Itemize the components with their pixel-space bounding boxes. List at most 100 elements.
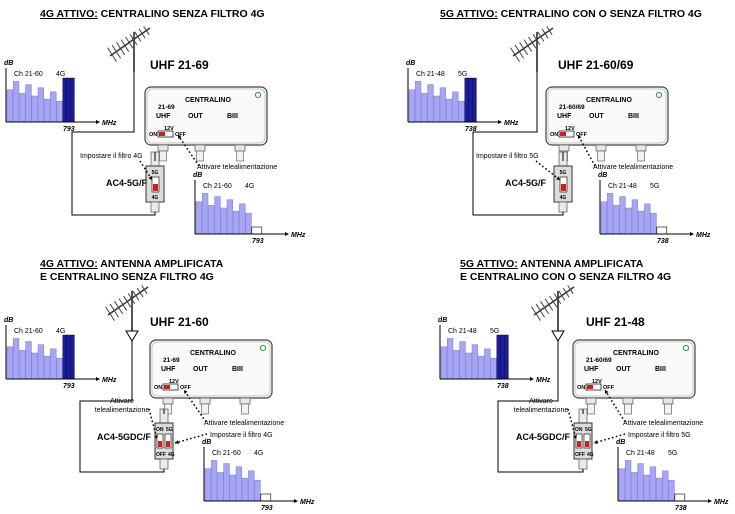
cutoff-frequency-label: 793 bbox=[261, 505, 273, 512]
filter-hint-arrow-head bbox=[175, 440, 179, 444]
channel-range-label: Ch 21-48 bbox=[608, 183, 637, 190]
cutoff-frequency-label: 738 bbox=[465, 126, 477, 133]
12v-switch[interactable] bbox=[585, 383, 602, 391]
db-axis-label: dB bbox=[202, 439, 211, 446]
band-switch[interactable] bbox=[164, 433, 172, 449]
x-axis-arrow bbox=[96, 377, 100, 381]
db-axis-label: dB bbox=[4, 60, 13, 67]
filter-4g-label: 4G bbox=[152, 195, 159, 201]
spectrum-bar bbox=[452, 91, 459, 123]
out-port-label: OUT bbox=[616, 366, 632, 373]
filter-hint-arrow bbox=[593, 433, 626, 444]
out-connector bbox=[199, 397, 211, 415]
12v-label: 12V bbox=[592, 379, 602, 385]
on-label: ON bbox=[154, 385, 162, 391]
spectrum-bar bbox=[477, 355, 485, 380]
band-range: 21-60/69 bbox=[586, 357, 612, 364]
spectrum-bar bbox=[440, 346, 448, 380]
12v-switch[interactable] bbox=[558, 130, 575, 138]
band-label: 4G bbox=[245, 183, 254, 190]
spectrum-bar bbox=[484, 348, 491, 380]
filter-hint-arrow bbox=[535, 160, 561, 181]
dc-on-label: ON bbox=[575, 427, 583, 433]
12v-label: 12V bbox=[169, 379, 179, 385]
antenna-band-label: UHF 21-60/69 bbox=[558, 58, 634, 72]
spectrum-bar bbox=[414, 81, 422, 123]
out-port-label: OUT bbox=[589, 113, 605, 120]
centralino-housing bbox=[144, 86, 268, 146]
coax-cable bbox=[71, 72, 156, 216]
spectrum-bar bbox=[31, 352, 38, 380]
spectrum-bar bbox=[31, 95, 38, 123]
spectrum-bar bbox=[239, 203, 246, 235]
spectrum-bar bbox=[408, 89, 416, 123]
band-switch[interactable] bbox=[583, 433, 591, 449]
dc-switch[interactable] bbox=[575, 433, 583, 449]
spectrum-bar bbox=[229, 474, 236, 502]
channel-range-label: Ch 21-60 bbox=[212, 450, 241, 457]
12v-switch[interactable] bbox=[157, 130, 174, 138]
band-label: 4G bbox=[254, 450, 263, 457]
spectrum-bar bbox=[433, 95, 440, 123]
spectrum-bar bbox=[245, 212, 252, 235]
band-switch[interactable] bbox=[559, 176, 568, 193]
cutoff-frequency-label: 793 bbox=[252, 238, 264, 245]
panel-title: 4G ATTIVO: CENTRALINO SENZA FILTRO 4G bbox=[40, 8, 265, 21]
centralino-title: CENTRALINO bbox=[185, 97, 231, 104]
uhf-port-label: UHF bbox=[557, 113, 572, 120]
panel-title-rest: ANTENNA AMPLIFICATA bbox=[517, 258, 644, 270]
telealim-hint-arrow-head bbox=[178, 135, 182, 139]
off-label: OFF bbox=[175, 132, 187, 138]
spectrum-bar bbox=[427, 84, 434, 123]
telealim-hint-arrow-head bbox=[578, 135, 582, 139]
panel-tr: 5G ATTIVO: CENTRALINO CON O SENZA FILTRO… bbox=[368, 0, 735, 257]
interference-bar bbox=[500, 334, 505, 380]
spectrum-bar bbox=[637, 210, 645, 235]
panel-title-rest: CENTRALINO CON O SENZA FILTRO 4G bbox=[497, 8, 702, 20]
spectrum-bar bbox=[43, 355, 51, 380]
power-led bbox=[254, 91, 262, 99]
filter-hint-arrow-head bbox=[594, 440, 598, 444]
x-axis-arrow bbox=[690, 232, 694, 236]
spectrum-bar bbox=[624, 460, 632, 502]
telealim-hint-arrow bbox=[577, 134, 596, 167]
band-switch[interactable] bbox=[151, 176, 160, 193]
spectrum-bar bbox=[12, 81, 20, 123]
filtered-band-box bbox=[674, 493, 686, 502]
centralino-title: CENTRALINO bbox=[613, 350, 659, 357]
band-label: 5G bbox=[458, 71, 467, 78]
12v-label: 12V bbox=[565, 126, 575, 132]
band-label: 5G bbox=[668, 450, 677, 457]
power-led bbox=[655, 91, 663, 99]
panel-title-line2: E CENTRALINO SENZA FILTRO 4G bbox=[40, 271, 214, 283]
centralino-title: CENTRALINO bbox=[190, 350, 236, 357]
band-label: 4G bbox=[56, 71, 65, 78]
filter-hint-arrow bbox=[174, 433, 208, 444]
cutoff-frequency-label: 738 bbox=[657, 238, 669, 245]
mhz-axis-label: MHz bbox=[300, 499, 315, 506]
12v-switch[interactable] bbox=[162, 383, 179, 391]
spectrum-bar bbox=[631, 199, 639, 235]
dc-switch[interactable] bbox=[156, 433, 164, 449]
biii-connector bbox=[239, 397, 251, 415]
spectrum-bar bbox=[637, 463, 644, 502]
spectrum-bar bbox=[43, 98, 51, 123]
spectrum-bar bbox=[223, 463, 230, 502]
panel-title-rest: ANTENNA AMPLIFICATA bbox=[97, 258, 224, 270]
antenna-icon bbox=[105, 285, 149, 342]
telealim-hint-label: Attivare telealimentazione bbox=[204, 420, 284, 427]
spectrum-bar bbox=[235, 466, 243, 502]
dc-on-label: ON bbox=[156, 427, 164, 433]
db-axis-label: dB bbox=[4, 317, 13, 324]
interference-bar bbox=[496, 334, 501, 380]
panel-title-highlight: 4G ATTIVO: bbox=[40, 8, 98, 20]
spectrum-bar bbox=[220, 207, 227, 235]
